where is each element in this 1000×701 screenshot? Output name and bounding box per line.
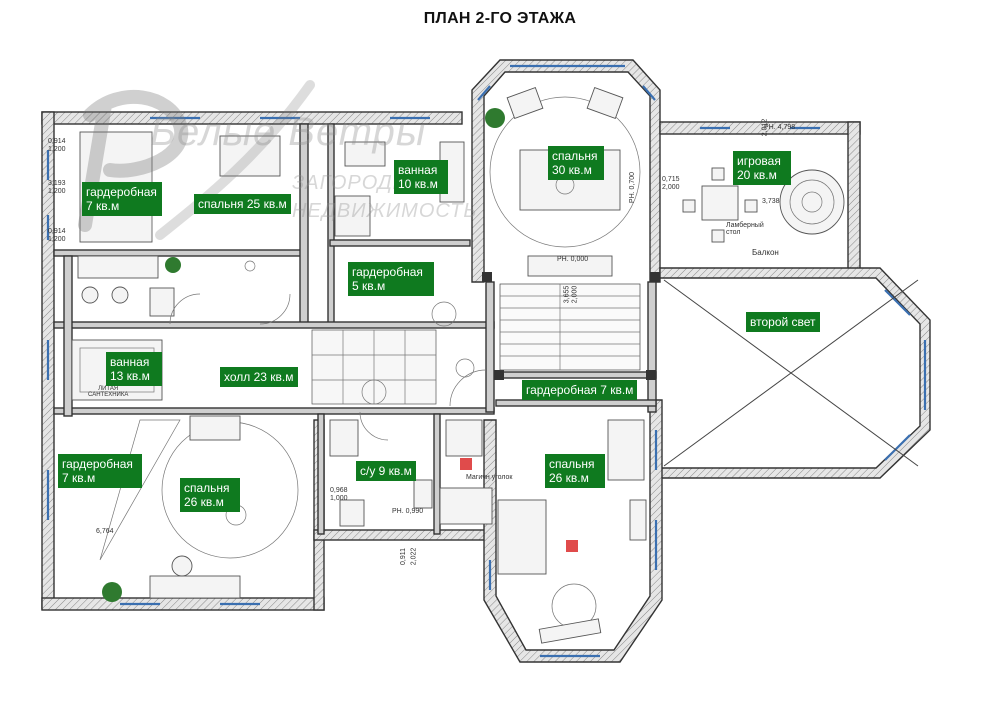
dim-label: РН. 0,700: [629, 171, 637, 204]
wall-hall-south: [53, 407, 495, 415]
dim-label: 0,911: [400, 548, 407, 565]
wall-center-south: [313, 529, 495, 541]
balcony-label: Балкон: [752, 248, 779, 257]
dim-label: 2,000: [571, 285, 579, 304]
dim-label: 0,914: [48, 138, 66, 145]
dim-label: 3,193: [48, 180, 66, 187]
magic-corner-label: Магичн уголок: [466, 474, 513, 481]
wall-south-west: [41, 597, 325, 611]
hall-storage-grid: [311, 329, 437, 405]
wall-tower-north: [471, 59, 661, 283]
watermark-line-2: НЕДВИЖИМОСТЬ: [292, 200, 478, 222]
dim-label: РН. 0,000: [557, 256, 589, 263]
dim-label: 1,200: [48, 236, 66, 243]
room-label-second-light: второй свет: [746, 312, 820, 332]
lambert-table-label: Ламберный стол: [726, 222, 764, 236]
dim-label: 0,968: [330, 487, 348, 494]
dim-label: 0,914: [48, 228, 66, 235]
wall-west-inner: [63, 255, 73, 417]
dim-label: 1,000: [330, 495, 348, 502]
wall-stair-south: [495, 371, 657, 379]
dim-label: 1,200: [48, 188, 66, 195]
dim-label: 1,200: [48, 146, 66, 153]
page-title: ПЛАН 2-ГО ЭТАЖА: [423, 10, 577, 27]
dim-label: 3,738: [762, 198, 780, 205]
wall-playroom-east: [847, 121, 861, 273]
room-label-bedroom-25: спальня 25 кв.м: [194, 194, 291, 214]
wall-corridor-north: [53, 321, 495, 329]
wall-bay-south-east: [483, 399, 663, 663]
dim-label: 2,022: [410, 547, 418, 566]
wall-stair-west: [485, 281, 495, 413]
dim-label: 2,012: [761, 118, 769, 137]
dim-label: 6,764: [96, 528, 114, 535]
bath-note: ЛИТАЯ САНТЕХНИКА: [88, 386, 129, 398]
wall-second-light: [659, 267, 931, 479]
dim-label: 0,715: [662, 176, 680, 183]
staircase: [499, 283, 641, 371]
dim-label: РН. 4,798: [764, 124, 796, 131]
dim-label: 3,655: [563, 285, 571, 304]
wall-playroom-north: [659, 121, 861, 135]
watermark-logo-text: Белые Ветры: [150, 110, 427, 154]
wall-wc-east: [433, 413, 441, 535]
wall-stair-east: [647, 281, 657, 413]
wall-bath-south: [329, 239, 471, 247]
room-label-wc-9: с/у 9 кв.м: [356, 461, 416, 481]
room-label-hall-23: холл 23 кв.м: [220, 367, 298, 387]
wall-wardrobe-center-south: [495, 399, 657, 407]
dim-label: 2,000: [662, 184, 680, 191]
wall-wc-west: [317, 413, 325, 535]
wall-bedroom25-south: [53, 249, 305, 257]
room-label-wardrobe-7-center: гардеробная 7 кв.м: [522, 380, 638, 400]
watermark-logo: [78, 80, 315, 240]
dim-label: РН. 0,990: [392, 508, 424, 515]
